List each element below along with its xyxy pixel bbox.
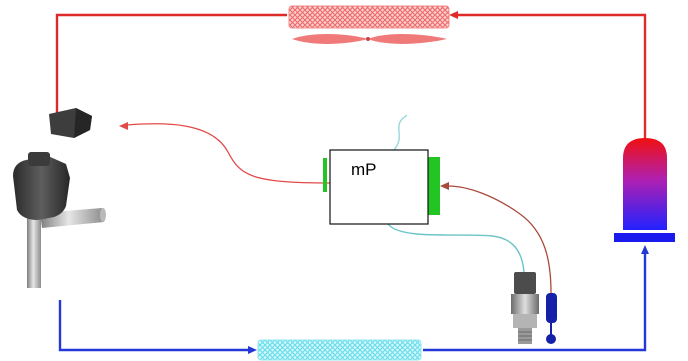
controller-label: mP (351, 160, 377, 179)
cold-refrigerant-line (58, 245, 649, 354)
transducer-wire (387, 223, 525, 273)
evaporator-icon (257, 339, 422, 361)
condenser-icon (288, 5, 450, 29)
hot-refrigerant-line (53, 11, 647, 140)
receiver-icon (614, 138, 675, 242)
valve-coil-connector-icon (49, 108, 92, 138)
controller-icon (323, 149, 440, 225)
temperature-signal (440, 182, 552, 294)
pressure-transducer-icon (511, 272, 539, 344)
controller-top-wire (393, 114, 408, 151)
expansion-valve-icon (13, 152, 106, 288)
condenser (288, 5, 450, 44)
temperature-sensor-icon (546, 293, 557, 344)
valve-control-signal (119, 122, 331, 184)
condenser-fan-icon (292, 34, 447, 44)
